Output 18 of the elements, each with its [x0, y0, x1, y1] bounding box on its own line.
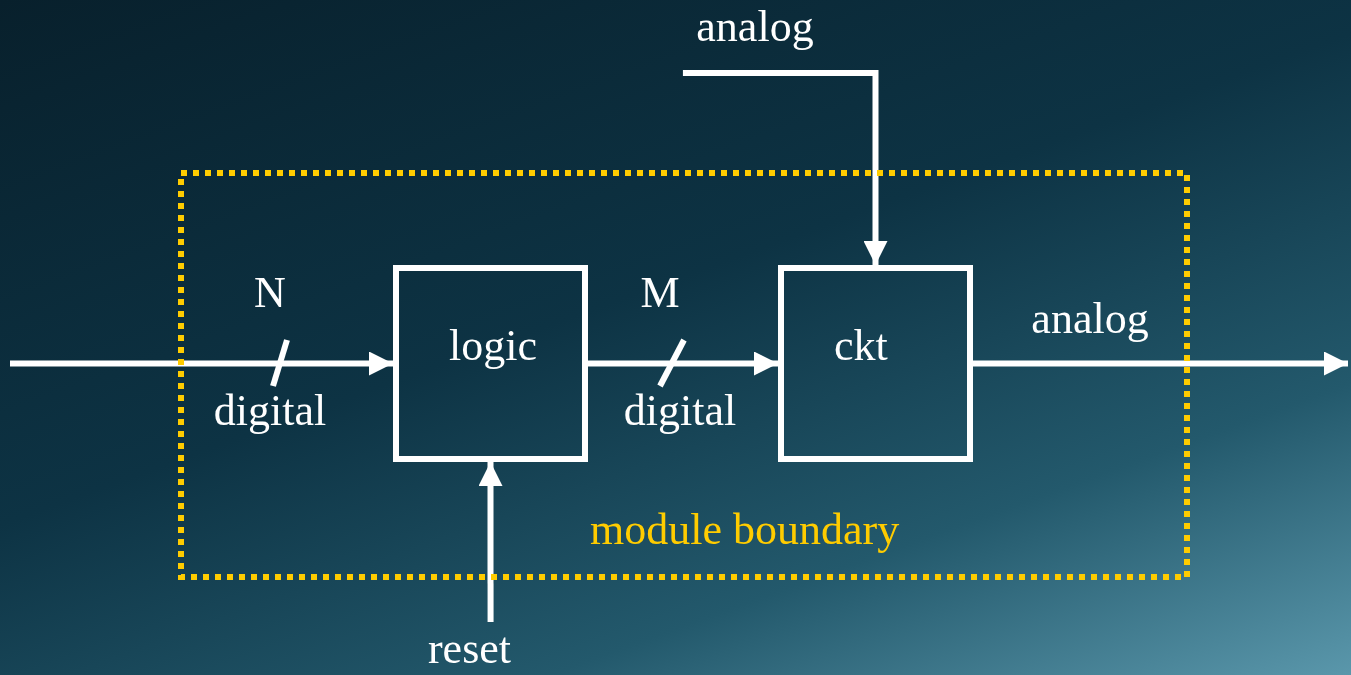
signal-type-label: digital — [623, 386, 737, 436]
arrow — [478, 462, 503, 622]
edge-label: M — [640, 268, 680, 318]
box-label: ckt — [834, 321, 888, 371]
module-boundary — [178, 170, 1190, 580]
box-label: logic — [449, 321, 537, 371]
edge-label: analog — [1031, 294, 1149, 344]
arrow — [682, 70, 888, 265]
boundary-label: module boundary — [590, 505, 900, 555]
process-box — [393, 265, 588, 462]
process-box — [778, 265, 973, 462]
signal-name: reset — [426, 623, 513, 675]
arrow — [10, 351, 393, 376]
signal-name: analog — [695, 1, 815, 53]
signal-type-label: digital — [213, 386, 327, 436]
arrow — [588, 351, 778, 376]
edge-label: N — [254, 268, 286, 318]
arrow — [973, 351, 1348, 376]
